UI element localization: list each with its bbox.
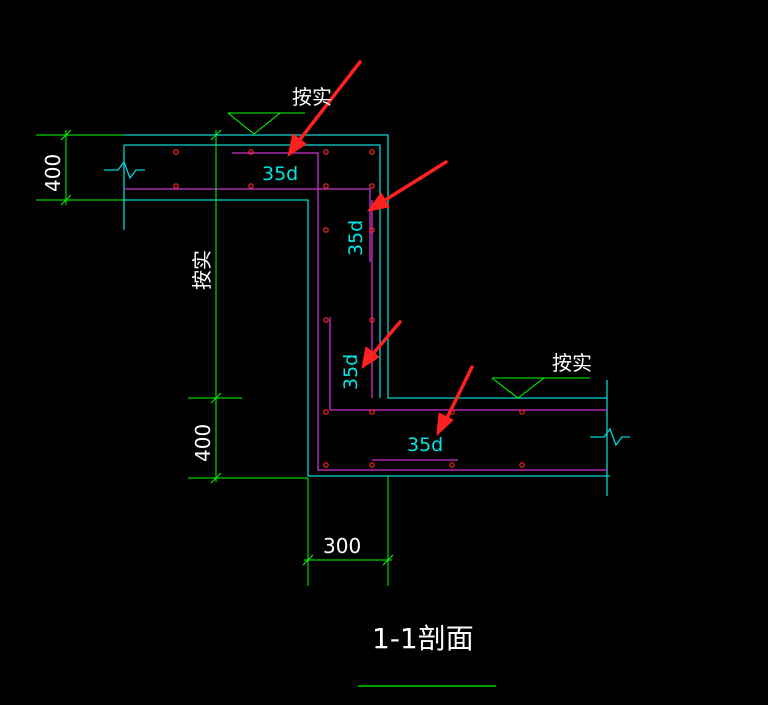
dimension-wall: 300 — [323, 534, 361, 558]
anchor-label-3: 35d — [340, 354, 362, 390]
section-title: 1-1剖面 — [372, 622, 474, 655]
level-label-right: 按实 — [552, 351, 592, 375]
height-label-vertical: 按实 — [190, 250, 214, 290]
anchor-label-2: 35d — [345, 220, 367, 256]
arrow-icon — [287, 60, 474, 437]
dimension-bottom-slab: 400 — [191, 424, 215, 462]
rebar-lines — [124, 152, 608, 471]
anchor-label-1: 35d — [262, 163, 298, 185]
break-line-icon — [104, 160, 630, 447]
dimension-lines — [36, 129, 394, 586]
dimension-top-slab: 400 — [41, 154, 65, 192]
rebar-dots — [173, 149, 525, 468]
elevation-triangle-icon — [227, 112, 590, 399]
level-label-top: 按实 — [292, 85, 332, 109]
anchor-label-4: 35d — [407, 434, 443, 456]
